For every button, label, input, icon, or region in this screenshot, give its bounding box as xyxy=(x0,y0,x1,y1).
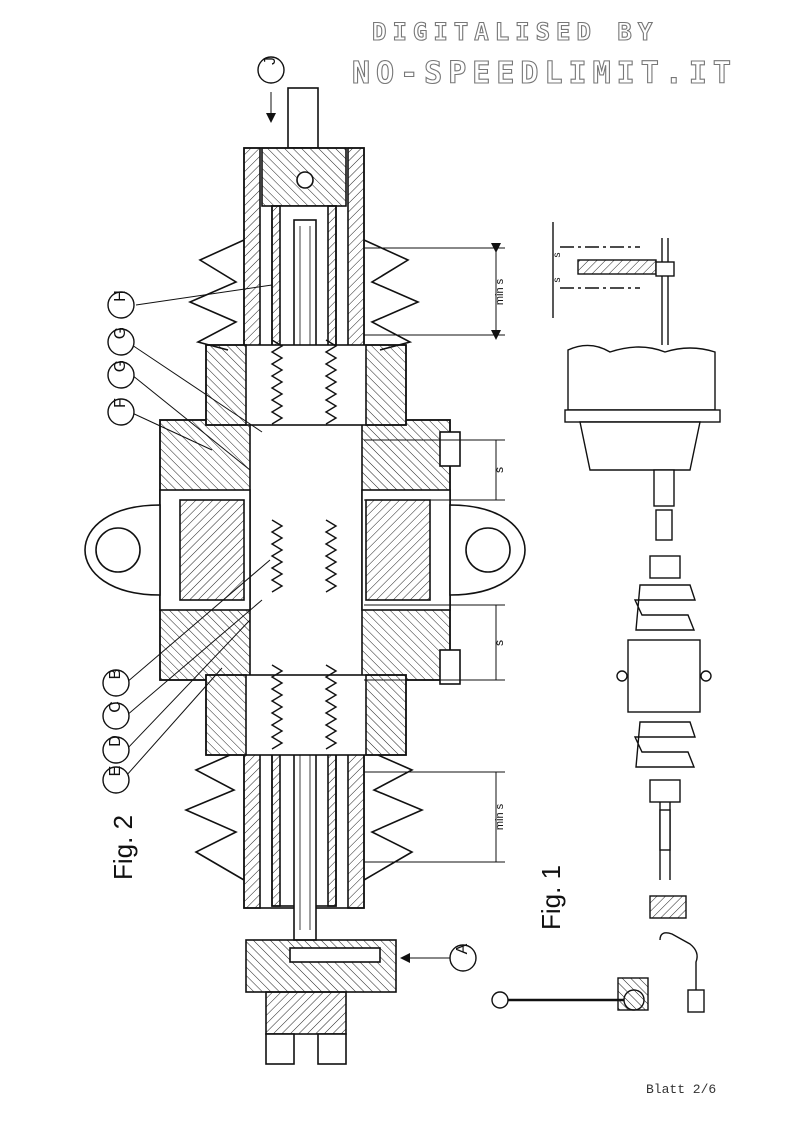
fig2-assembly xyxy=(84,87,526,1065)
fig1-caption: Fig. 1 xyxy=(536,865,566,930)
sheet-number: Blatt 2/6 xyxy=(646,1082,717,1097)
callout-H-circle xyxy=(107,291,135,319)
bolt-lower xyxy=(439,649,461,685)
callout-B-circle xyxy=(102,669,130,697)
callout-circles xyxy=(102,56,477,972)
fig1-actuator-body xyxy=(627,639,701,713)
callout-G-circle xyxy=(107,361,135,389)
callout-leaders xyxy=(125,92,450,963)
fig2-caption: Fig. 2 xyxy=(108,815,138,880)
right-piston xyxy=(365,499,431,601)
callout-H: H xyxy=(112,290,129,302)
callout-C: C xyxy=(107,701,124,713)
lower-bellows-right xyxy=(363,754,425,881)
callout-A-circle xyxy=(449,944,477,972)
callout-D: D xyxy=(107,735,124,747)
dim-min-s-upper: min s xyxy=(494,278,506,305)
spring-upper-right xyxy=(324,339,338,425)
callout-A: A xyxy=(454,943,471,954)
fig1-dim-s-a: s xyxy=(552,253,563,258)
callout-G: G xyxy=(112,360,129,372)
dim-s-upper: s xyxy=(492,467,506,473)
callout-J: J xyxy=(262,57,279,65)
upper-bellows-left xyxy=(187,239,245,351)
dim-s-lower: s xyxy=(492,640,506,646)
bolt-upper xyxy=(439,431,461,467)
bottom-fork xyxy=(265,991,347,1035)
upper-bellows-right xyxy=(363,239,421,351)
fig1-clamp xyxy=(577,259,657,275)
callout-D-circle xyxy=(102,736,130,764)
fig1-cylinder-base xyxy=(579,421,701,471)
lower-bellows-left xyxy=(183,754,245,881)
dim-min-s-lower: min s xyxy=(494,803,506,830)
spring-upper-left xyxy=(270,339,284,425)
callout-C-circle xyxy=(102,702,130,730)
callout-E: E xyxy=(107,766,124,777)
top-cap-pin xyxy=(296,171,314,189)
fig1-bellows-lower xyxy=(633,721,696,768)
spring-lower-left xyxy=(270,664,284,750)
callout-G2-circle xyxy=(107,328,135,356)
fig1-lever-knob xyxy=(491,991,509,1009)
fig1-cylinder-body xyxy=(567,344,716,411)
watermark-line-1: DIGITALISED BY xyxy=(371,17,659,46)
fig1-floor xyxy=(649,895,687,919)
callout-J-circle xyxy=(257,56,285,84)
labels: H G G F B C D E J A Fig. 2 Fig. 1 min s … xyxy=(107,57,566,954)
left-piston xyxy=(179,499,245,601)
callout-G-upper: G xyxy=(112,327,129,339)
fig1-actuator-top xyxy=(649,555,681,579)
output-rod-top xyxy=(287,87,319,149)
callout-F: F xyxy=(112,398,129,408)
fig1-bellows-upper xyxy=(633,584,696,631)
fig1-linkage xyxy=(659,932,698,1000)
fig2-dimensions xyxy=(364,243,505,863)
callout-E-circle xyxy=(102,766,130,794)
callout-F-circle xyxy=(107,398,135,426)
watermark-line-2: NO-SPEEDLIMIT.IT xyxy=(351,55,737,91)
fig1-dim-s-b: s xyxy=(552,278,563,283)
callout-B: B xyxy=(107,669,124,680)
spring-lower-right xyxy=(324,664,338,750)
spring-center-left xyxy=(270,519,284,593)
spring-center-right xyxy=(324,519,338,593)
fig1-assembly xyxy=(491,222,721,1013)
